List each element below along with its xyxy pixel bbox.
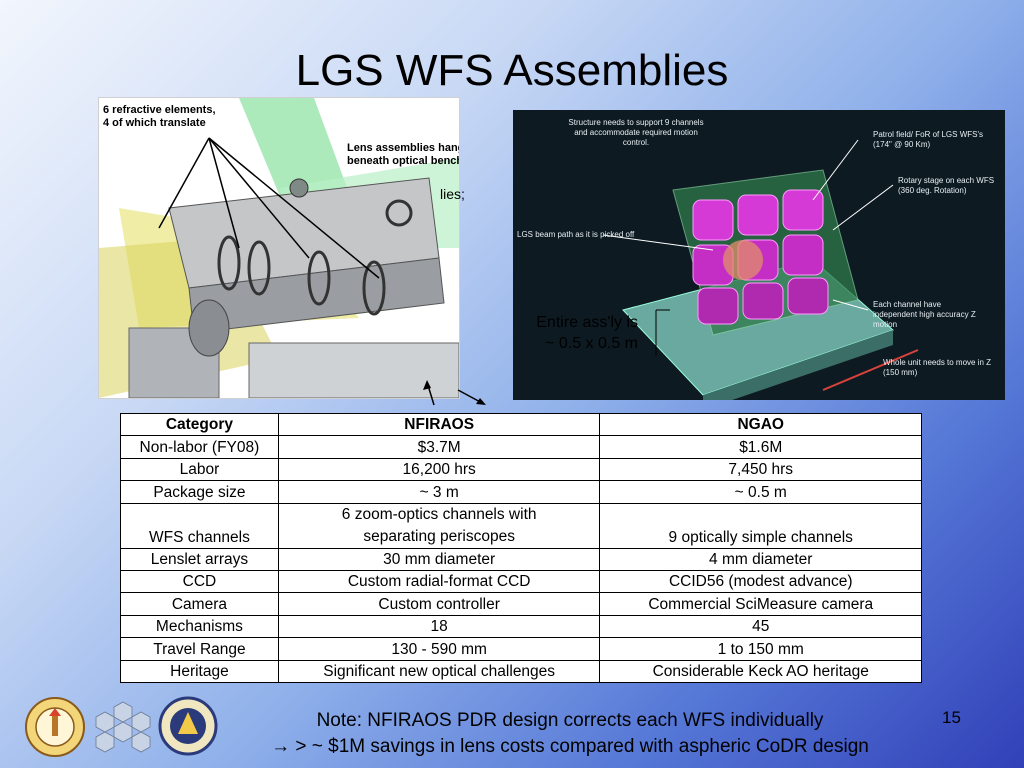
table-cell: ~ 0.5 m: [599, 480, 922, 504]
page-number: 15: [942, 708, 961, 727]
assembly-size-line1: Entire ass'ly is: [536, 314, 638, 331]
slide-title: LGS WFS Assemblies: [295, 46, 729, 95]
z-motion-label: Each channel have independent high accur…: [873, 300, 976, 329]
table-cell: 30 mm diameter: [277, 547, 601, 571]
table-cell: Heritage: [120, 659, 279, 683]
footer-note: Note: NFIRAOS PDR design corrects each W…: [200, 708, 940, 760]
structure-label: Structure needs to support 9 channels an…: [568, 118, 704, 147]
header-ngao: NGAO: [599, 412, 922, 437]
table-cell: Non-labor (FY08): [120, 435, 279, 459]
table-cell: Mechanisms: [120, 614, 279, 639]
table-header-row: Category NFIRAOS NGAO: [120, 412, 922, 437]
table-row: Travel Range 130 - 590 mm 1 to 150 mm: [120, 637, 922, 661]
note-line2: → > ~ $1M savings in lens costs compared…: [271, 736, 869, 757]
connector-arrows: [423, 309, 670, 406]
table-row: Package size ~ 3 m ~ 0.5 m: [120, 480, 922, 504]
keck-hex-mirror-icon: [95, 701, 151, 753]
table-cell: 1 to 150 mm: [599, 637, 922, 661]
table-cell: 45: [599, 614, 922, 639]
obscured-text: lies;: [440, 186, 465, 202]
table-cell: 6 zoom-optics channels with separating p…: [277, 502, 601, 549]
table-cell: CCD: [120, 569, 279, 594]
comparison-table: Category NFIRAOS NGAO Non-labor (FY08) $…: [120, 412, 922, 683]
table-cell: WFS channels: [120, 502, 279, 549]
table-cell: Commercial SciMeasure camera: [599, 592, 922, 616]
assembly-size-line2: ~ 0.5 x 0.5 m: [545, 335, 638, 352]
lens-assemblies-label: Lens assemblies hang beneath optical ben…: [347, 142, 460, 167]
table-cell: Camera: [120, 592, 279, 616]
uc-seal-icon: [158, 696, 218, 756]
table-cell: 16,200 hrs: [277, 457, 601, 482]
table-cell: CCID56 (modest advance): [599, 569, 922, 594]
table-row: Lenslet arrays 30 mm diameter 4 mm diame…: [120, 547, 922, 571]
rotary-stage-label: Rotary stage on each WFS (360 deg. Rotat…: [898, 176, 995, 195]
lens-assembly-render: [99, 98, 459, 398]
note-line1: Note: NFIRAOS PDR design corrects each W…: [316, 710, 824, 731]
wfs-structure-image: Structure needs to support 9 channels an…: [513, 110, 1005, 400]
table-row: Camera Custom controller Commercial SciM…: [120, 592, 922, 616]
table-row: Mechanisms 18 45: [120, 614, 922, 639]
assembly-size-note: Entire ass'ly is ~ 0.5 x 0.5 m: [488, 312, 638, 354]
table-row: WFS channels 6 zoom-optics channels with…: [120, 502, 922, 549]
table-cell: 9 optically simple channels: [599, 502, 922, 549]
table-cell: Custom controller: [277, 592, 601, 616]
table-cell: Custom radial-format CCD: [277, 569, 601, 594]
table-cell: $1.6M: [599, 435, 922, 459]
wfs-structure-render: [602, 139, 919, 400]
table-cell: Travel Range: [120, 637, 279, 661]
caltech-seal-icon: [25, 697, 85, 757]
table-cell: $3.7M: [277, 435, 601, 459]
table-cell: Labor: [120, 457, 279, 482]
table-cell: 4 mm diameter: [599, 547, 922, 571]
header-category: Category: [120, 412, 279, 437]
lens-assembly-image: 6 refractive elements, 4 of which transl…: [98, 97, 460, 399]
whole-unit-label: Whole unit needs to move in Z (150 mm): [883, 358, 992, 377]
table-cell: Lenslet arrays: [120, 547, 279, 571]
table-cell: 18: [277, 614, 601, 639]
patrol-field-label: Patrol field/ FoR of LGS WFS's (174" @ 9…: [873, 130, 984, 149]
table-row: Non-labor (FY08) $3.7M $1.6M: [120, 435, 922, 459]
table-cell: 7,450 hrs: [599, 457, 922, 482]
refractive-elements-label: 6 refractive elements, 4 of which transl…: [103, 104, 216, 129]
header-nfiraos: NFIRAOS: [277, 412, 601, 437]
table-cell: Considerable Keck AO heritage: [599, 659, 922, 683]
table-cell: 130 - 590 mm: [277, 637, 601, 661]
table-row: Labor 16,200 hrs 7,450 hrs: [120, 457, 922, 482]
table-cell: Significant new optical challenges: [277, 659, 601, 683]
beam-path-label: LGS beam path as it is picked off: [517, 230, 635, 239]
table-cell: ~ 3 m: [277, 480, 601, 504]
table-row: Heritage Significant new optical challen…: [120, 659, 922, 683]
table-row: CCD Custom radial-format CCD CCID56 (mod…: [120, 569, 922, 594]
table-cell: Package size: [120, 480, 279, 504]
